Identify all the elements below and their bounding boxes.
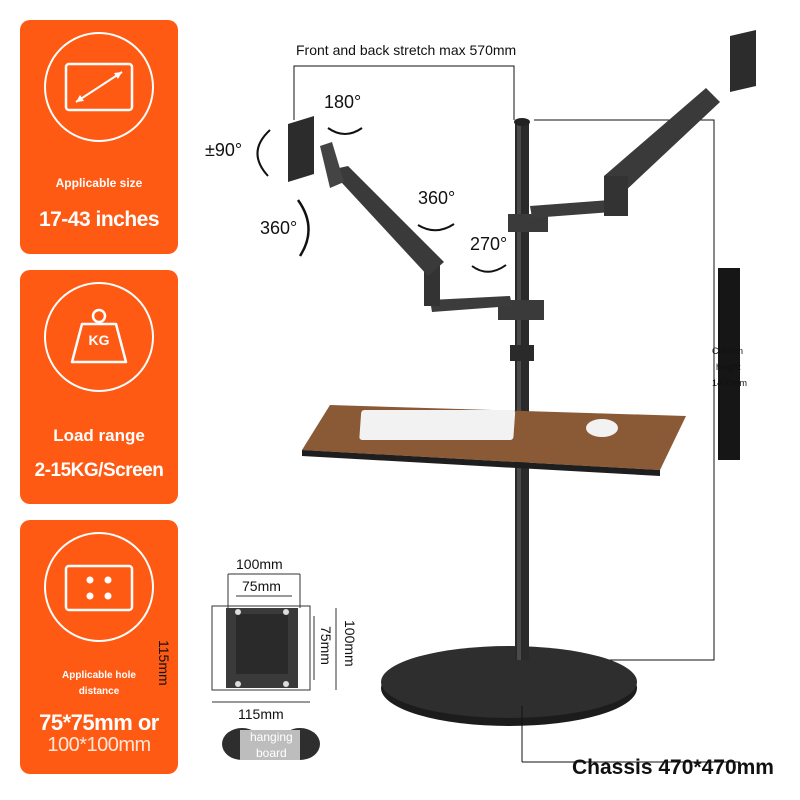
rotate-angle-label: 360° bbox=[260, 218, 298, 238]
swivel-angle-label: 180° bbox=[324, 92, 362, 112]
card-caption-line: distance bbox=[78, 686, 120, 697]
card-caption: Applicable size bbox=[55, 176, 143, 190]
feature-card-load: KG Load range 2-15KG/Screen bbox=[20, 270, 178, 504]
card-value: 2-15KG/Screen bbox=[34, 460, 164, 481]
pole-angle-label: 270° bbox=[470, 234, 508, 254]
card-value-line: 100*100mm bbox=[47, 734, 151, 756]
chassis-label: Chassis 470*470mm bbox=[572, 756, 774, 779]
vesa-left-label: 115mm bbox=[156, 640, 172, 686]
vesa-holes-icon bbox=[44, 532, 154, 642]
stretch-label: Front and back stretch max 570mm bbox=[296, 42, 517, 58]
feature-card-holes: Applicable hole distance 75*75mm or 100*… bbox=[20, 520, 178, 774]
screen-size-icon bbox=[44, 32, 154, 142]
vesa-right-outer-label: 100mm bbox=[342, 620, 358, 667]
card-caption-line: Applicable hole bbox=[62, 670, 136, 681]
vesa-top-inner-label: 75mm bbox=[242, 578, 281, 594]
tilt-angle-label: ±90° bbox=[205, 140, 243, 160]
column-height-label: Column bbox=[712, 346, 744, 356]
vesa-bottom-label: 115mm bbox=[238, 706, 284, 722]
card-value: 17-43 inches bbox=[38, 208, 160, 231]
column-height-label: height bbox=[716, 362, 741, 372]
weight-kg-icon: KG bbox=[44, 282, 154, 392]
card-value-line: 75*75mm or bbox=[39, 710, 159, 735]
hanging-board-label: board bbox=[256, 746, 287, 760]
column-height-label: 1400mm bbox=[712, 378, 748, 388]
vesa-right-inner-label: 75mm bbox=[318, 626, 334, 665]
kg-text: KG bbox=[88, 332, 110, 348]
feature-card-size: Applicable size 17-43 inches bbox=[20, 20, 178, 254]
arm-angle-label: 360° bbox=[418, 188, 456, 208]
vesa-top-outer-label: 100mm bbox=[236, 556, 283, 572]
card-caption: Load range bbox=[53, 426, 145, 445]
hanging-board-label: hanging bbox=[250, 730, 293, 744]
